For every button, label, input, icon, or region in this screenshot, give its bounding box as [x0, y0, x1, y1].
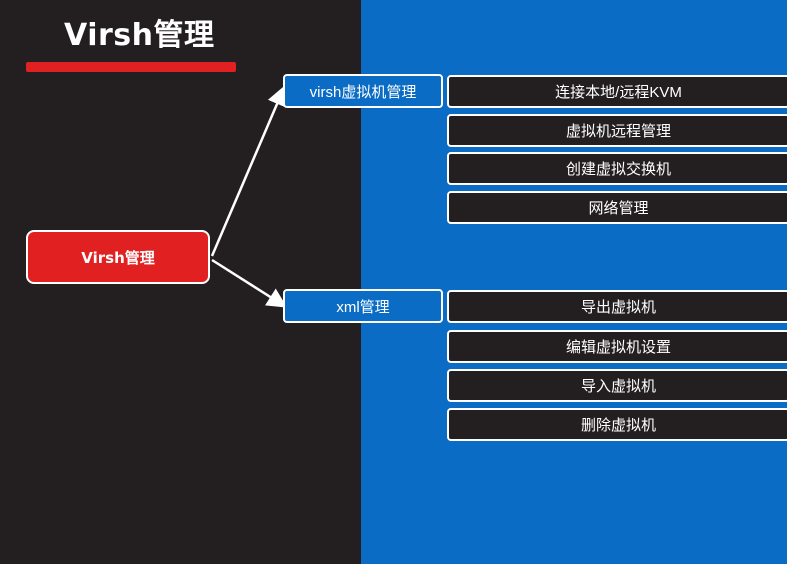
leaf-node: 删除虚拟机: [447, 408, 787, 441]
title-underline: [26, 62, 236, 72]
branch-node-xml: xml管理: [283, 289, 443, 323]
leaf-node: 创建虚拟交换机: [447, 152, 787, 185]
page-title: Virsh管理: [64, 18, 215, 53]
leaf-node: 连接本地/远程KVM: [447, 75, 787, 108]
leaf-node: 网络管理: [447, 191, 787, 224]
branch-node-virsh: virsh虚拟机管理: [283, 74, 443, 108]
leaf-node: 导出虚拟机: [447, 290, 787, 323]
leaf-node: 虚拟机远程管理: [447, 114, 787, 147]
leaf-node: 导入虚拟机: [447, 369, 787, 402]
leaf-node: 编辑虚拟机设置: [447, 330, 787, 363]
root-node: Virsh管理: [26, 230, 210, 284]
